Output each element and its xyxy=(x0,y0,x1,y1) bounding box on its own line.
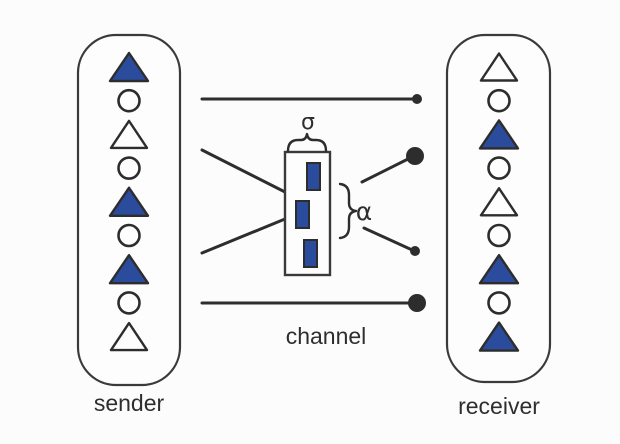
noise-bar-0-right xyxy=(306,162,321,191)
sigma-label: σ xyxy=(301,110,315,135)
receiver-symbol-stack xyxy=(478,52,520,352)
channel-path-2-small-dot xyxy=(410,246,420,256)
sender-symbol-2-open-triangle xyxy=(109,119,149,150)
sender-symbol-4-filled-triangle xyxy=(108,186,150,218)
channel-transmission-lines xyxy=(200,94,426,312)
receiver-symbol-0-open-triangle xyxy=(479,52,519,82)
noise-bar-1-left xyxy=(295,200,310,229)
channel-path-2-segment-1 xyxy=(362,226,412,251)
channel-path-1-segment-0 xyxy=(200,148,287,194)
sender-label: sender xyxy=(94,390,165,416)
channel-path-0-small-dot xyxy=(412,94,422,104)
sigma-brace-icon xyxy=(286,132,328,153)
sender-symbol-6-filled-triangle xyxy=(108,253,150,285)
receiver-symbol-4-open-triangle xyxy=(479,187,519,217)
receiver-symbol-1-circle xyxy=(487,88,511,113)
sender-symbol-3-circle xyxy=(117,156,141,180)
receiver-symbol-5-circle xyxy=(487,223,511,248)
channel-path-3-large-dot xyxy=(408,294,426,312)
receiver-symbol-6-filled-triangle xyxy=(478,253,520,285)
alpha-brace-icon xyxy=(338,182,358,240)
sender-symbol-stack xyxy=(108,51,150,352)
receiver-symbol-7-circle xyxy=(487,291,511,315)
receiver-label: receiver xyxy=(458,393,540,419)
sender-group: sender xyxy=(76,33,182,416)
channel-path-1-large-dot xyxy=(406,147,424,165)
sender-symbol-7-circle xyxy=(117,291,141,315)
sender-symbol-0-filled-triangle xyxy=(108,51,150,83)
sender-symbol-8-open-triangle xyxy=(109,321,149,352)
receiver-symbol-2-filled-triangle xyxy=(478,119,520,150)
channel-path-2-segment-0 xyxy=(200,217,287,255)
sender-symbol-1-circle xyxy=(117,88,141,113)
alpha-label: α xyxy=(356,197,372,226)
channel-path-1-segment-1 xyxy=(360,156,412,184)
receiver-symbol-3-circle xyxy=(487,156,511,180)
channel-group: σ α channel xyxy=(200,94,426,349)
receiver-group: receiver xyxy=(445,33,552,419)
receiver-symbol-8-filled-triangle xyxy=(478,321,520,352)
noise-bar-2-center xyxy=(303,239,318,268)
sender-symbol-5-circle xyxy=(117,223,141,248)
channel-label: channel xyxy=(286,323,367,349)
noise-bar-stack xyxy=(295,162,321,268)
